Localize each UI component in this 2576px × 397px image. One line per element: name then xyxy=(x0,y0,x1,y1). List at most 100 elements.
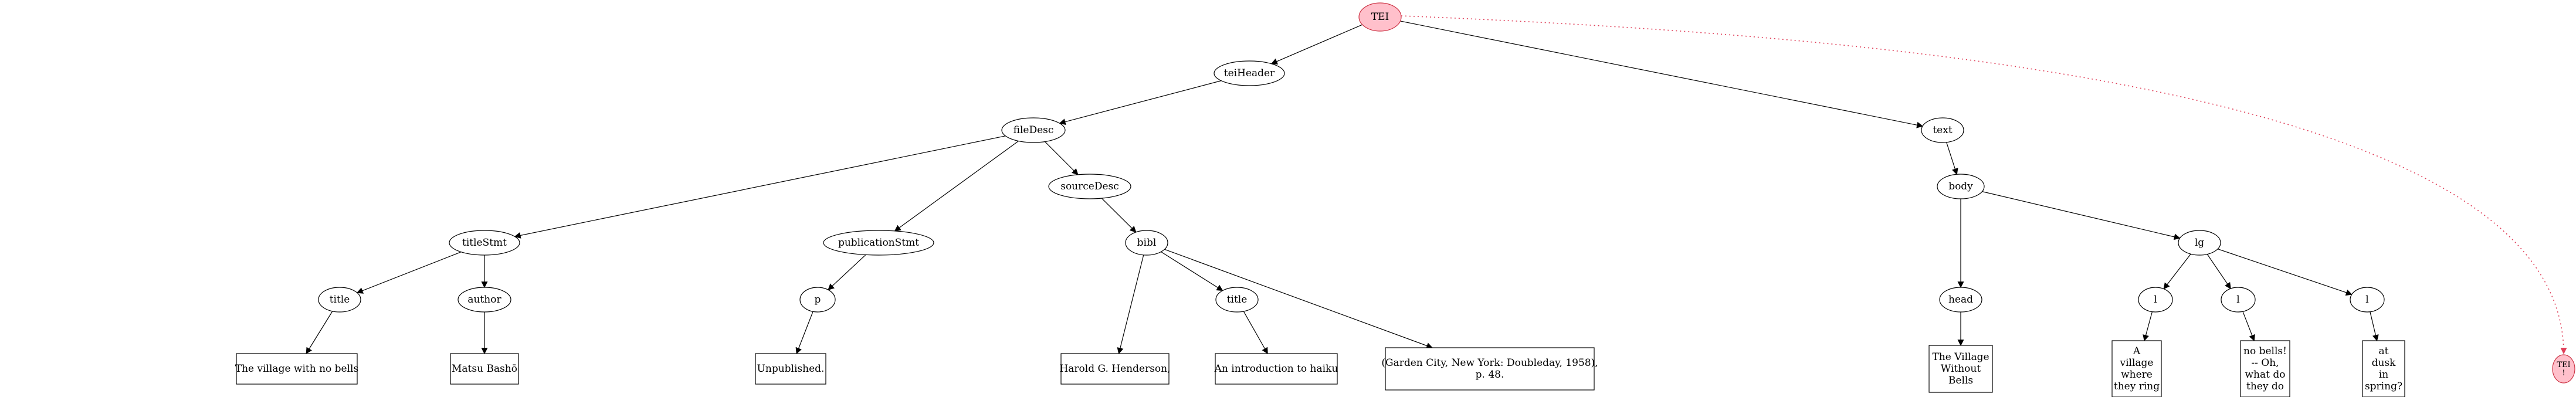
node-label: TEI! xyxy=(2557,361,2570,378)
edge-lg-l2 xyxy=(2206,254,2231,290)
node-box xyxy=(1928,345,1993,393)
node-label: title xyxy=(330,294,350,306)
node-box xyxy=(236,353,358,385)
node-ellipse xyxy=(2552,354,2575,384)
node-label: The village with no bells xyxy=(235,363,358,375)
edge-teiHeader-fileDesc xyxy=(1059,80,1222,125)
node-box xyxy=(1385,347,1595,391)
node-ellipse xyxy=(1048,174,1131,199)
node-ellipse xyxy=(823,230,934,256)
node-publicationStmt: publicationStmt xyxy=(823,230,934,256)
edge-p-p_text xyxy=(795,311,814,355)
edge-lg-l3 xyxy=(2217,248,2353,296)
node-title2_text: An introduction to haiku xyxy=(1214,353,1338,385)
node-label: sourceDesc xyxy=(1060,181,1119,192)
node-ellipse xyxy=(449,230,520,256)
node-ellipse xyxy=(1939,287,1982,313)
node-ellipse xyxy=(2221,287,2256,313)
node-sourceDesc: sourceDesc xyxy=(1048,174,1131,199)
node-label: head xyxy=(1948,294,1973,306)
node-label: bibl xyxy=(1137,237,1157,249)
node-ellipse xyxy=(1215,287,1259,313)
node-ellipse xyxy=(1214,60,1285,86)
node-label: Unpublished. xyxy=(757,363,825,375)
node-label: title xyxy=(1227,294,1248,306)
nodes-layer: TEI teiHeader text fileDesc titleStmt titleTh… xyxy=(235,2,2575,397)
node-teiHeader: teiHeader xyxy=(1214,60,1285,86)
node-l2: l xyxy=(2221,287,2256,313)
node-title1_text: The village with no bells xyxy=(235,353,358,385)
node-bibl: bibl xyxy=(1125,230,1168,256)
node-box xyxy=(2362,340,2405,397)
node-box xyxy=(1215,353,1338,385)
node-titleStmt: titleStmt xyxy=(449,230,520,256)
node-box xyxy=(1060,353,1170,385)
edge-l1-l1_text xyxy=(2143,311,2153,342)
node-fileDesc: fileDesc xyxy=(1001,117,1066,143)
node-head: head xyxy=(1939,287,1982,313)
node-ellipse xyxy=(2178,230,2221,256)
node-author: author xyxy=(457,287,511,313)
node-label: publicationStmt xyxy=(838,237,919,249)
node-box xyxy=(2240,340,2290,397)
node-title1: title xyxy=(318,287,361,313)
node-label: Matsu Bashō xyxy=(452,363,517,375)
node-tei_small: TEI! xyxy=(2552,354,2575,384)
node-text: text xyxy=(1921,117,1964,143)
node-l1: l xyxy=(2138,287,2173,313)
node-ellipse xyxy=(1921,117,1964,143)
edge-fileDesc-publicationStmt xyxy=(894,141,1019,232)
edge-titleStmt-title1 xyxy=(356,252,462,294)
node-ellipse xyxy=(318,287,361,313)
edge-text-body xyxy=(1946,142,1958,175)
node-label: text xyxy=(1933,124,1952,136)
node-ellipse xyxy=(799,287,836,313)
edges-layer xyxy=(306,15,2567,355)
edge-bibl-title2 xyxy=(1161,251,1223,291)
node-author_text: Matsu Bashō xyxy=(450,353,519,385)
edge-l3-l3_text xyxy=(2370,311,2379,342)
node-box xyxy=(2111,340,2162,397)
node-label: p xyxy=(815,294,821,306)
node-label: lg xyxy=(2195,237,2204,249)
edge-sourceDesc-bibl xyxy=(1101,198,1137,233)
node-label: fileDesc xyxy=(1014,124,1054,136)
edge-fileDesc-sourceDesc xyxy=(1045,141,1079,175)
edge-bibl-bibl_text2 xyxy=(1164,249,1433,349)
node-label: l xyxy=(2236,294,2239,306)
node-label: l xyxy=(2365,294,2368,306)
edge-lg-l1 xyxy=(2163,253,2191,290)
node-body: body xyxy=(1937,174,1985,199)
edge-fileDesc-titleStmt xyxy=(514,135,1006,239)
node-label: author xyxy=(467,294,501,306)
node-label: teiHeader xyxy=(1224,67,1275,79)
edge-body-lg xyxy=(1982,191,2181,240)
node-p_text: Unpublished. xyxy=(755,353,826,385)
node-p: p xyxy=(799,287,836,313)
node-bibl_text1: Harold G. Henderson, xyxy=(1059,353,1171,385)
node-lg: lg xyxy=(2178,230,2221,256)
edge-l2-l2_text xyxy=(2242,311,2255,342)
edge-tei-teiHeader xyxy=(1270,24,1362,65)
node-label: An introduction to haiku xyxy=(1214,363,1338,375)
node-ellipse xyxy=(457,287,511,313)
node-box xyxy=(450,353,519,385)
edge-title1-title1_text xyxy=(306,311,333,354)
node-label: l xyxy=(2154,294,2157,306)
edge-tei-text xyxy=(1400,21,1924,128)
node-ellipse xyxy=(1937,174,1985,199)
node-bibl_text2: (Garden City, New York: Doubleday, 1958)… xyxy=(1381,347,1598,391)
node-ellipse xyxy=(1001,117,1066,143)
node-label: body xyxy=(1948,181,1973,192)
node-l3: l xyxy=(2350,287,2385,313)
node-tei: TEI xyxy=(1358,2,1402,32)
node-box xyxy=(755,353,826,385)
node-label: Harold G. Henderson, xyxy=(1059,363,1170,375)
